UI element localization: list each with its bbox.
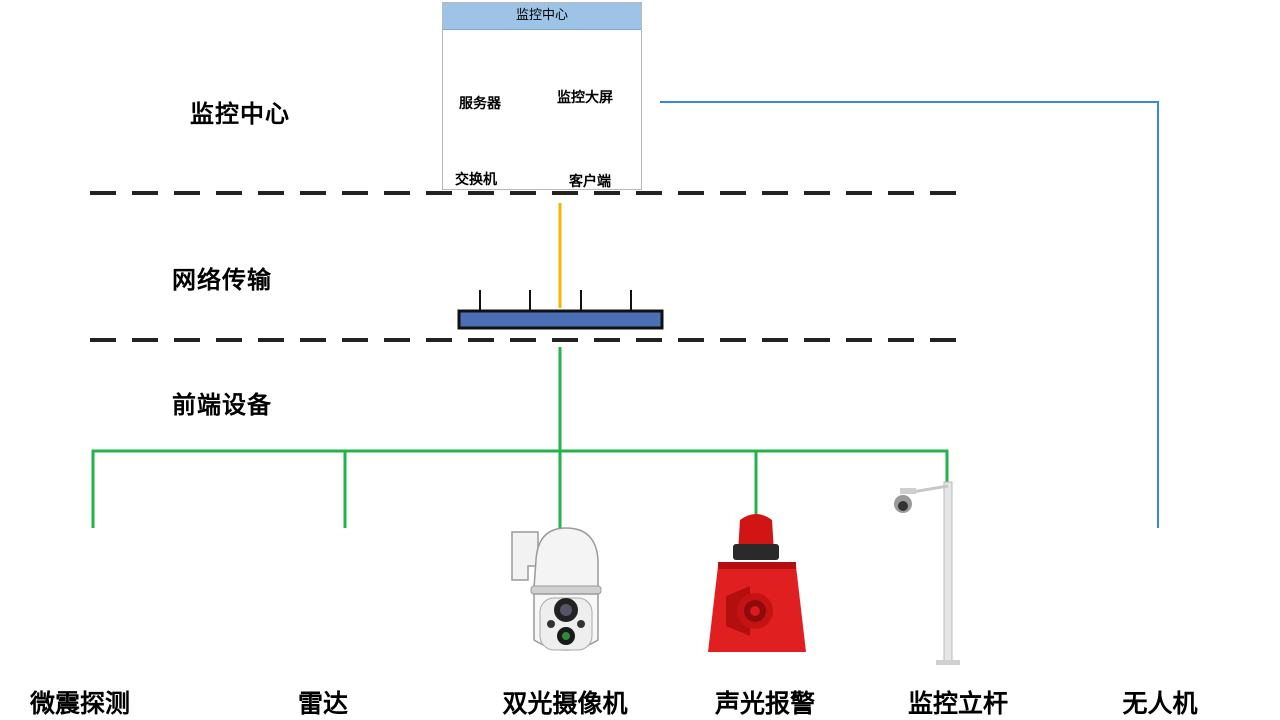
alarm-icon (708, 514, 806, 652)
device-label-pole: 监控立杆 (907, 689, 1009, 718)
device-label-dual-camera: 双光摄像机 (502, 689, 628, 718)
screen-label: 监控大屏 (557, 90, 613, 106)
monitoring-pole-icon (894, 481, 960, 665)
dual-camera-icon (511, 527, 602, 651)
frontend-bus (91, 347, 949, 528)
device-label-drone: 无人机 (1122, 689, 1198, 718)
center-box-title: 监控中心 (443, 3, 641, 30)
device-label-radar: 雷达 (297, 689, 349, 718)
device-label-alarm: 声光报警 (714, 689, 816, 718)
layer-label-frontend: 前端设备 (172, 391, 272, 419)
switch-label: 交换机 (455, 172, 497, 188)
layer-label-network: 网络传输 (172, 266, 272, 294)
drone-link (660, 101, 1159, 528)
layer-label-monitoring-center: 监控中心 (190, 100, 290, 128)
device-label-seismic: 微震探测 (29, 689, 131, 718)
monitoring-center-box: 监控中心 服务器 监控大屏 交换机 客户端 (442, 2, 642, 190)
network-switch-icon (457, 290, 664, 330)
server-label: 服务器 (459, 96, 501, 112)
client-label: 客户端 (569, 174, 611, 190)
